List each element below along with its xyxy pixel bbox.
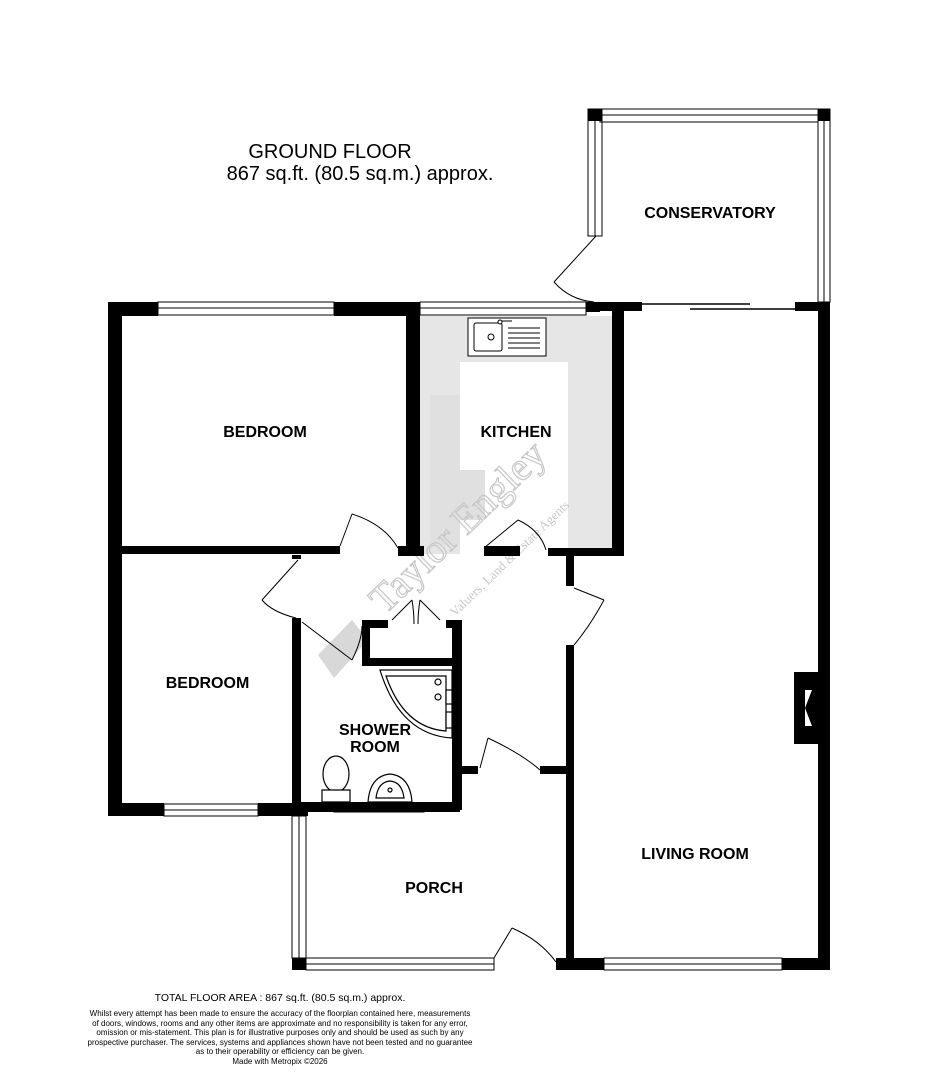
disclaimer-line: Whilst every attempt has been made to en… — [89, 1009, 471, 1018]
disclaimer-line: omission or mis-statement. This plan is … — [96, 1028, 464, 1038]
windows — [157, 108, 831, 971]
room-label-living-room: LIVING ROOM — [641, 846, 749, 863]
room-label-shower-room-line1: SHOWER — [339, 722, 411, 739]
disclaimer: Whilst every attempt has been made to en… — [60, 1009, 500, 1057]
toilet — [321, 755, 351, 803]
watermark-logo — [318, 395, 485, 678]
total-floor-area: TOTAL FLOOR AREA : 867 sq.ft. (80.5 sq.m… — [154, 992, 406, 1004]
disclaimer-line: prospective purchaser. The services, sys… — [87, 1037, 473, 1047]
walls — [108, 302, 830, 970]
floor-area: 867 sq.ft. (80.5 sq.m.) approx. — [226, 163, 494, 185]
window-posts — [588, 109, 830, 121]
room-label-bedroom-1: BEDROOM — [223, 424, 307, 441]
room-label-porch: PORCH — [405, 880, 463, 897]
room-label-kitchen: KITCHEN — [480, 424, 552, 441]
room-label-shower-room-line2: ROOM — [350, 739, 400, 756]
fireplace — [805, 690, 812, 726]
shower-tray — [379, 669, 453, 739]
doors — [261, 235, 605, 963]
kitchen-sink — [467, 317, 547, 357]
room-label-conservatory: CONSERVATORY — [644, 205, 776, 222]
sliding-doors — [602, 303, 818, 310]
floor-name: GROUND FLOOR — [248, 141, 412, 163]
room-label-bedroom-2: BEDROOM — [165, 675, 250, 692]
made-with-credit: Made with Metropix ©2026 — [232, 1056, 328, 1066]
footer: TOTAL FLOOR AREA : 867 sq.ft. (80.5 sq.m… — [60, 992, 500, 1067]
wash-basin — [367, 773, 413, 803]
disclaimer-line: of doors, windows, rooms and any other i… — [92, 1018, 468, 1028]
disclaimer-line: as to their operability or efficiency ca… — [195, 1047, 365, 1057]
